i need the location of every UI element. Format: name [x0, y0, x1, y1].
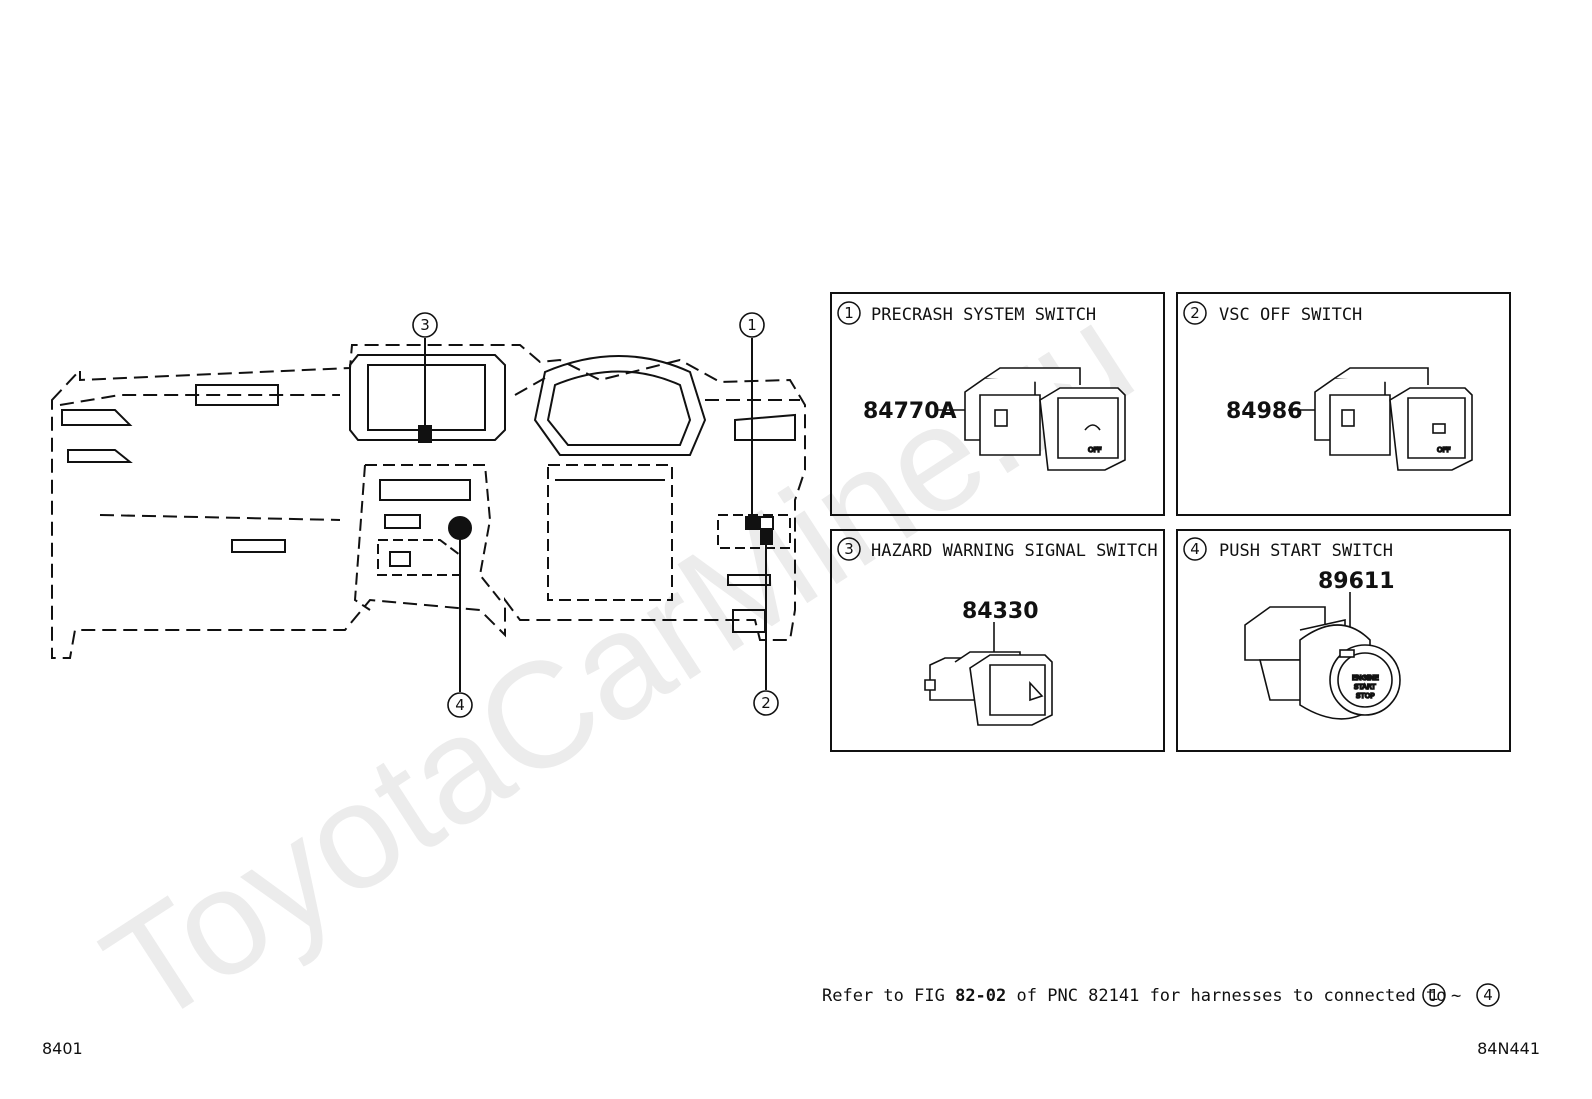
marker-vsc-switch-outline [759, 516, 774, 530]
glovebox-line [99, 514, 341, 521]
dashboard-illustration [51, 338, 806, 692]
panel-2-number: 2 [1190, 304, 1200, 322]
panel-3-title: HAZARD WARNING SIGNAL SWITCH [871, 541, 1158, 561]
dashboard-top-line [59, 377, 800, 406]
note-range-sep: ~ [1451, 986, 1461, 1006]
panel-1-part-number: 84770A [863, 399, 957, 424]
panel-hazard: 3 HAZARD WARNING SIGNAL SWITCH 84330 [830, 529, 1165, 752]
center-stack-knob [384, 514, 421, 529]
callout-2-text: 2 [761, 694, 771, 712]
marker-hazard-switch [418, 425, 432, 443]
note-fig: 82-02 [955, 986, 1006, 1006]
panel-1-number: 1 [844, 304, 854, 322]
marker-vsc-switch [760, 529, 773, 545]
panel-2-title: VSC OFF SWITCH [1219, 305, 1362, 325]
callout-2: 2 [753, 690, 779, 716]
marker-precrash-switch [745, 516, 759, 530]
note-line: Refer to FIG 82-02 of PNC 82141 for harn… [822, 986, 1446, 1006]
steering-column [547, 464, 673, 601]
panel-4-title: PUSH START SWITCH [1219, 541, 1393, 561]
center-stack [353, 464, 501, 611]
note-range-from: 1 [1429, 986, 1439, 1004]
callout-3: 3 [412, 312, 438, 338]
push-start-text-1: ENGINE [1352, 674, 1379, 682]
panel-vsc-off: 2 VSC OFF SWITCH 84986 OFF [1176, 292, 1511, 516]
panel-3-part-number: 84330 [962, 599, 1039, 624]
reference-note: Refer to FIG 82-02 of PNC 82141 for harn… [822, 983, 1500, 1007]
note-prefix: Refer to FIG [822, 986, 945, 1006]
cluster-hood [533, 355, 707, 456]
right-vent [734, 413, 796, 441]
callout-1-text: 1 [747, 316, 757, 334]
top-left-slot [195, 384, 279, 406]
panel-1-title: PRECRASH SYSTEM SWITCH [871, 305, 1096, 325]
center-stack-slot [379, 479, 471, 501]
footer-left-code: 8401 [42, 1039, 83, 1058]
right-lower-panel [717, 514, 791, 549]
center-display-inner [367, 364, 486, 431]
callout-3-text: 3 [420, 316, 430, 334]
right-lower-slot [727, 574, 771, 586]
push-start-illustration: ENGINE START STOP [1244, 606, 1401, 720]
panel-2-part-number: 84986 [1226, 399, 1303, 424]
left-vent-lower [67, 449, 133, 463]
note-middle: of PNC 82141 for harnesses to connected … [1017, 986, 1447, 1006]
vsc-icon-text: OFF [1437, 446, 1451, 454]
panel-precrash: 1 PRECRASH SYSTEM SWITCH 84770A OFF [830, 292, 1165, 516]
hazard-switch-illustration [924, 651, 1053, 726]
note-range-to: 4 [1483, 986, 1493, 1004]
callout-1: 1 [739, 312, 765, 338]
callout-4-text: 4 [455, 696, 465, 714]
vsc-switch-illustration: OFF [1314, 367, 1473, 471]
callout-4: 4 [447, 692, 473, 718]
panel-4-number: 4 [1190, 540, 1200, 558]
push-start-text-2: START [1354, 683, 1376, 691]
center-display [349, 354, 506, 441]
dashboard-outline [51, 344, 806, 659]
panel-3-number: 3 [844, 540, 854, 558]
cluster-inner [546, 370, 692, 446]
panel-push-start: 4 PUSH START SWITCH 89611 ENGINE START S… [1176, 529, 1511, 752]
panel-4-part-number: 89611 [1318, 569, 1395, 594]
precrash-icon-text: OFF [1088, 446, 1102, 454]
glovebox-handle [231, 539, 286, 553]
precrash-switch-illustration: OFF [964, 367, 1126, 471]
marker-push-start-switch [448, 516, 472, 540]
push-start-text-3: STOP [1356, 692, 1374, 700]
footer-right-code: 84N441 [1477, 1039, 1540, 1058]
left-vent [61, 409, 133, 426]
center-stack-button [389, 551, 411, 567]
